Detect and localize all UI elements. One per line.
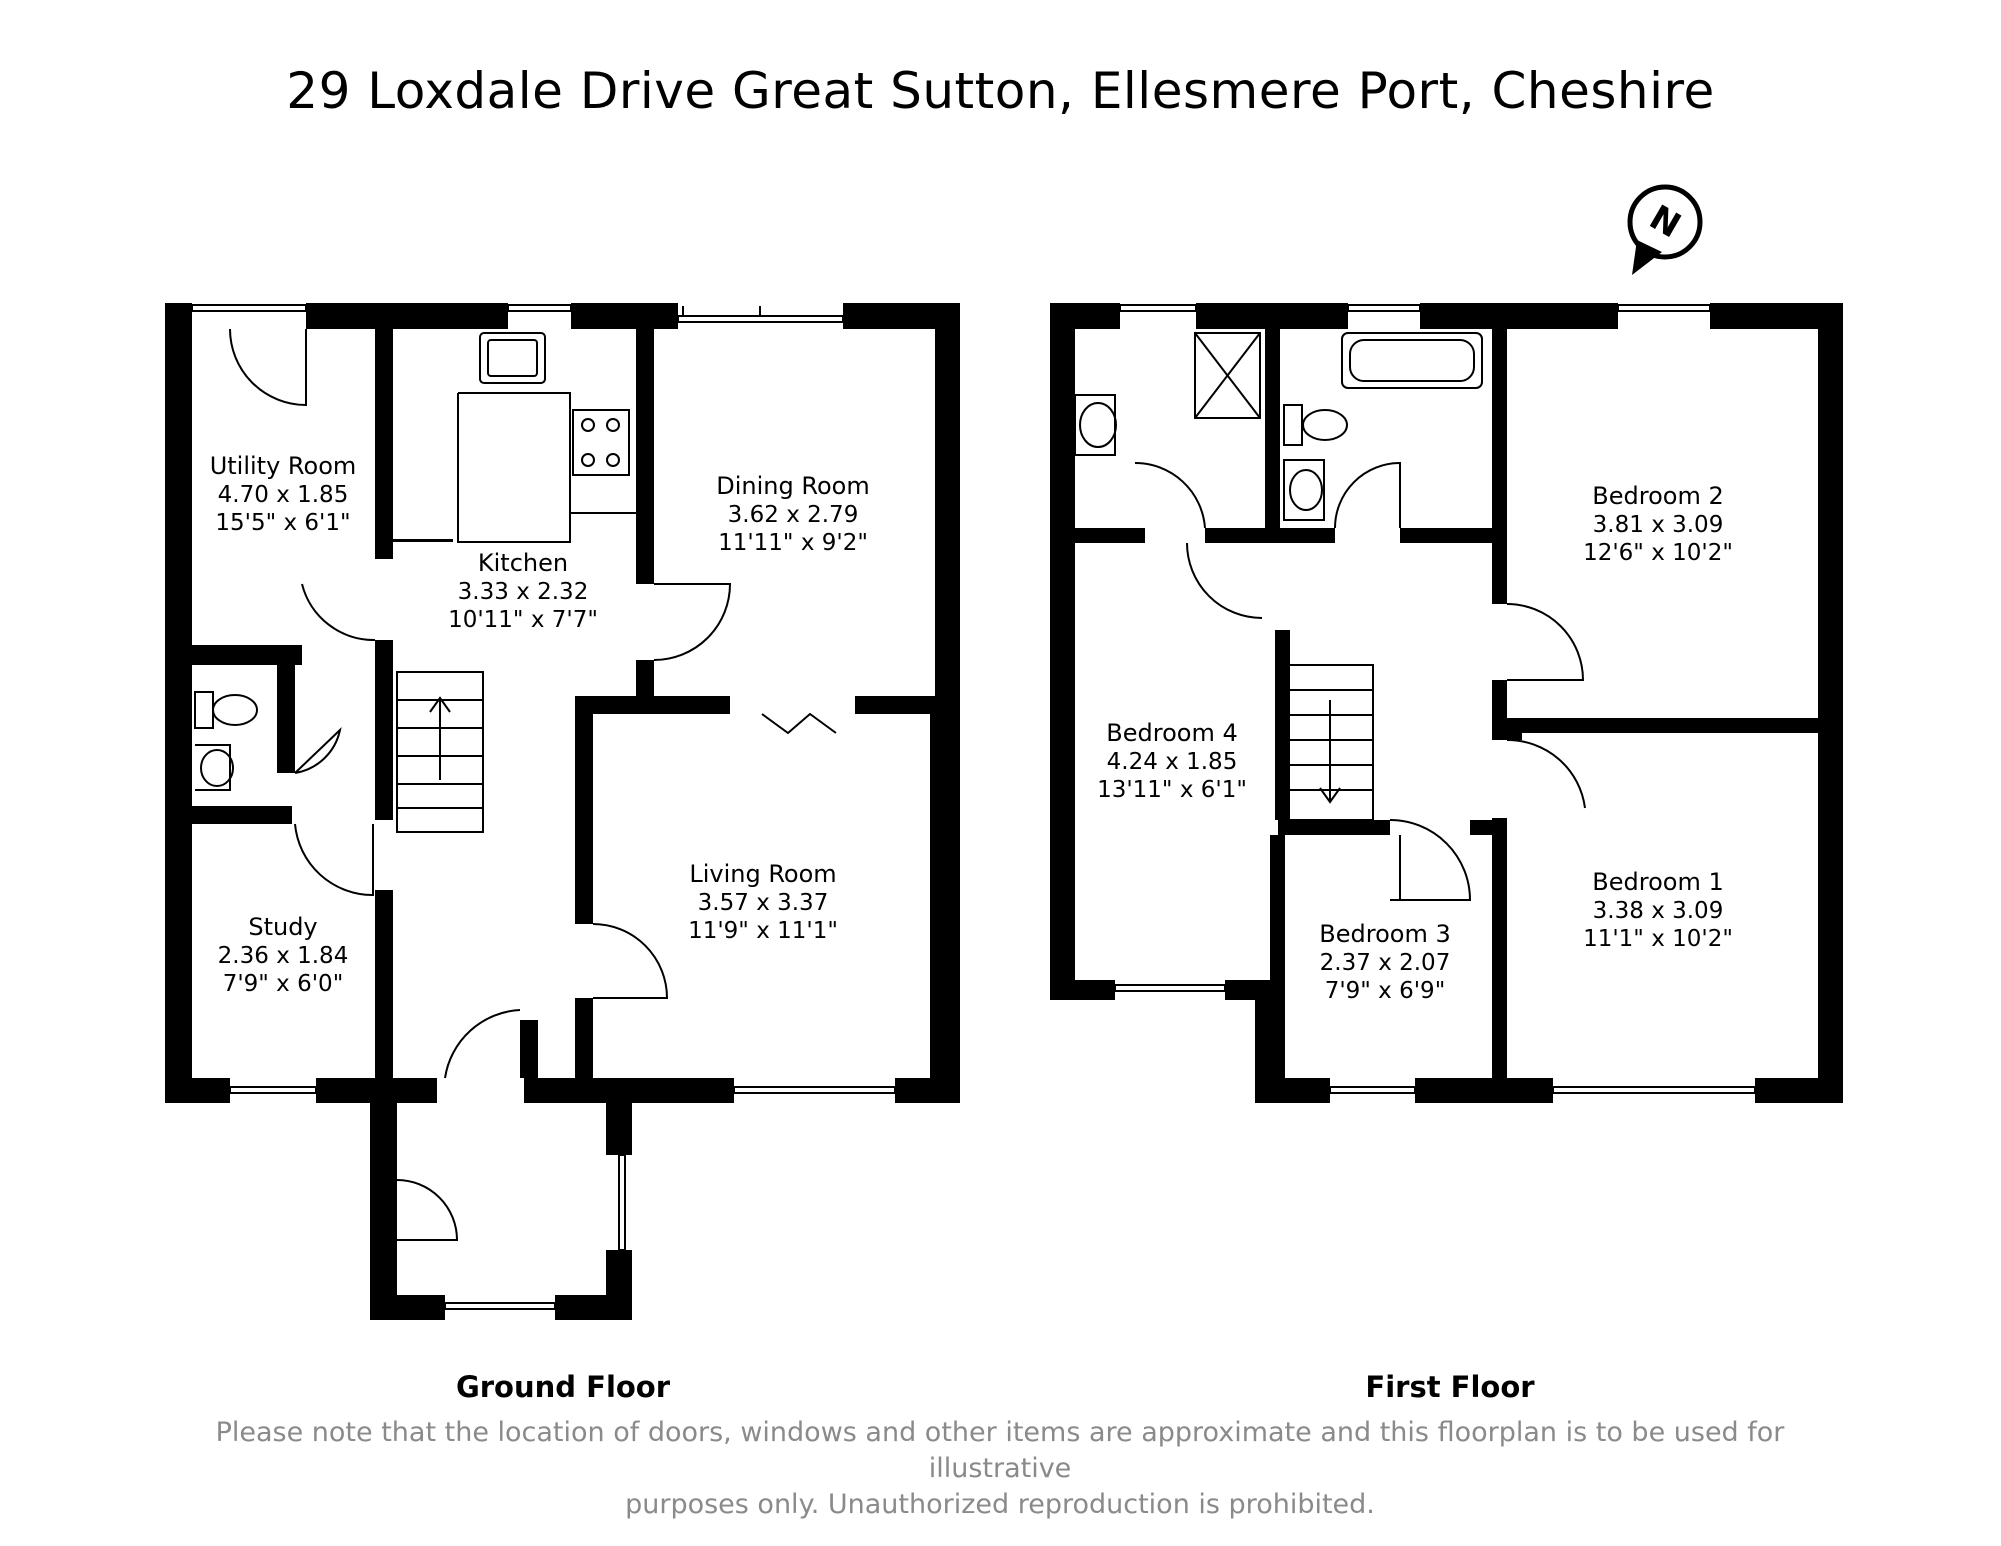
ground-floor-walls [165,303,960,1320]
svg-text:4.24 x 1.85: 4.24 x 1.85 [1107,749,1238,775]
svg-text:11'1" x 10'2": 11'1" x 10'2" [1583,926,1733,952]
svg-text:Kitchen: Kitchen [478,549,568,577]
first-floor-windows [1114,304,1756,1094]
svg-text:3.81 x 3.09: 3.81 x 3.09 [1593,512,1724,538]
svg-text:2.37 x 2.07: 2.37 x 2.07 [1320,950,1451,976]
disclaimer-line-2: purposes only. Unauthorized reproduction… [625,1489,1375,1520]
svg-text:Living Room: Living Room [689,860,836,888]
svg-text:3.57 x 3.37: 3.57 x 3.37 [698,890,829,916]
first-floor-plan [1050,303,1843,1103]
svg-text:Bedroom 1: Bedroom 1 [1592,868,1723,896]
svg-text:11'9" x 11'1": 11'9" x 11'1" [688,918,838,944]
floorplan-title: 29 Loxdale Drive Great Sutton, Ellesmere… [286,62,1715,120]
svg-text:3.33 x 2.32: 3.33 x 2.32 [458,579,589,605]
ground-floor-windows [191,304,896,1310]
compass-label: N [1643,198,1688,247]
first-floor-doors [1134,461,1586,901]
ground-floor-doors [229,306,837,1241]
svg-text:12'6" x 10'2": 12'6" x 10'2" [1583,540,1733,566]
svg-text:Bedroom 2: Bedroom 2 [1592,482,1723,510]
ground-floor-label: Ground Floor [455,1370,671,1404]
room-living: Living Room 3.57 x 3.37 11'9" x 11'1" [688,860,838,944]
svg-text:3.38 x 3.09: 3.38 x 3.09 [1593,898,1724,924]
svg-text:11'11" x 9'2": 11'11" x 9'2" [718,530,868,556]
svg-text:2.36 x 1.84: 2.36 x 1.84 [218,943,349,969]
room-bedroom-1: Bedroom 1 3.38 x 3.09 11'1" x 10'2" [1583,868,1733,952]
svg-text:3.62 x 2.79: 3.62 x 2.79 [728,502,859,528]
room-study: Study 2.36 x 1.84 7'9" x 6'0" [218,913,349,997]
svg-text:Bedroom 4: Bedroom 4 [1106,719,1237,747]
wc-fittings [194,691,258,791]
svg-text:7'9" x 6'0": 7'9" x 6'0" [223,971,344,997]
bathroom-fittings [1074,332,1483,521]
ground-floor-plan [165,303,960,1320]
disclaimer: Please note that the location of doors, … [190,1415,1810,1523]
room-bedroom-2: Bedroom 2 3.81 x 3.09 12'6" x 10'2" [1583,482,1733,566]
svg-text:Utility Room: Utility Room [210,452,357,480]
svg-text:15'5" x 6'1": 15'5" x 6'1" [215,510,350,536]
svg-text:Study: Study [248,913,317,941]
svg-text:Bedroom 3: Bedroom 3 [1319,920,1450,948]
disclaimer-line-1: Please note that the location of doors, … [215,1417,1785,1484]
room-bedroom-3: Bedroom 3 2.37 x 2.07 7'9" x 6'9" [1319,920,1450,1004]
room-dining: Dining Room 3.62 x 2.79 11'11" x 9'2" [716,472,869,556]
ground-stairs [396,671,484,833]
svg-text:Dining Room: Dining Room [716,472,869,500]
svg-text:7'9" x 6'9": 7'9" x 6'9" [1325,978,1446,1004]
room-bedroom-4: Bedroom 4 4.24 x 1.85 13'11" x 6'1" [1097,719,1247,803]
room-utility: Utility Room 4.70 x 1.85 15'5" x 6'1" [210,452,357,536]
first-floor-stairs [1284,664,1374,821]
svg-text:4.70 x 1.85: 4.70 x 1.85 [218,482,349,508]
svg-text:10'11" x 7'7": 10'11" x 7'7" [448,607,598,633]
kitchen-fittings [457,332,636,543]
svg-text:13'11" x 6'1": 13'11" x 6'1" [1097,777,1247,803]
room-labels: Utility Room 4.70 x 1.85 15'5" x 6'1" Ki… [210,452,1733,1004]
first-floor-walls [1050,303,1843,1103]
room-kitchen: Kitchen 3.33 x 2.32 10'11" x 7'7" [448,549,598,633]
first-floor-label: First Floor [1365,1370,1535,1404]
north-arrow-icon: N [1627,184,1703,275]
